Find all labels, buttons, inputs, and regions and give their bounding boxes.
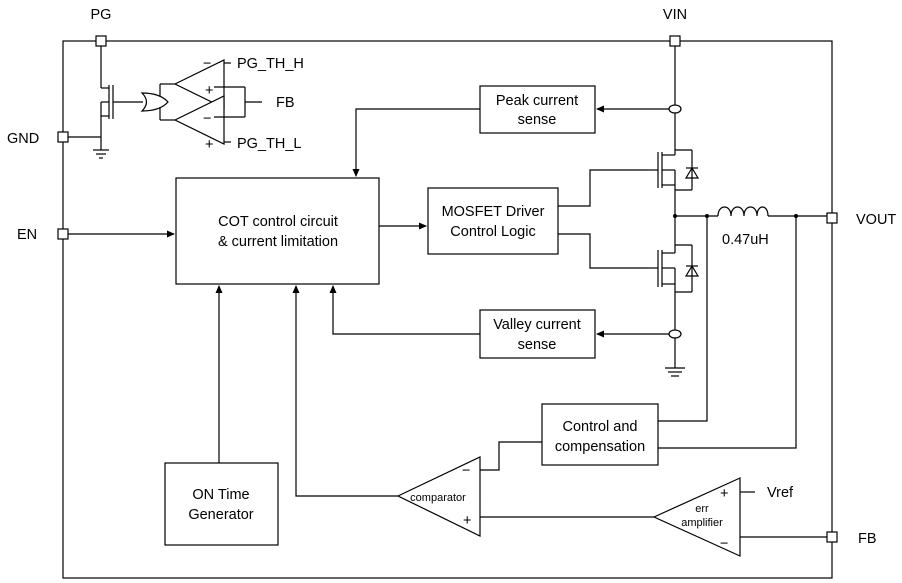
pin-vin: VIN	[663, 7, 687, 47]
pg-comparator-low: − + PG_TH_L	[173, 95, 301, 153]
inductor: 0.47uH	[717, 206, 827, 248]
pin-fb: FB	[826, 531, 877, 547]
power-stage	[648, 46, 718, 377]
comparator-minus: −	[462, 463, 470, 479]
driver-label-1: MOSFET Driver	[442, 204, 545, 220]
comparator-to-cot	[292, 285, 398, 497]
driver-label-2: Control Logic	[450, 224, 535, 240]
comparator-label: comparator	[410, 492, 466, 504]
mosfet-driver-block: MOSFET Driver Control Logic	[427, 187, 559, 255]
peak-label-2: sense	[518, 112, 557, 128]
pg-fb-label: FB	[276, 95, 295, 111]
valley-sense-out	[329, 285, 480, 335]
pin-vout: VOUT	[826, 212, 896, 228]
pin-vout-label: VOUT	[856, 212, 896, 228]
pg-comp-high-plus: +	[205, 83, 213, 99]
ontime-label-1: ON Time	[192, 487, 249, 503]
sw-feedback	[658, 216, 708, 422]
pg-output-stage	[68, 46, 143, 159]
vout-feedback	[658, 216, 797, 449]
hs-gate-drive	[558, 169, 648, 207]
pg-comp-high-minus: −	[203, 56, 211, 72]
comparator-plus: +	[463, 513, 471, 529]
err-amp-plus: +	[720, 486, 728, 502]
ctrl-label-2: compensation	[555, 439, 645, 455]
peak-current-sense-block: Peak current sense	[479, 85, 596, 134]
err-amp-label-1: err	[695, 503, 709, 515]
peak-sense-element	[668, 104, 682, 114]
pin-en-label: EN	[17, 227, 37, 243]
pin-pg-label: PG	[91, 7, 112, 23]
on-time-generator-block: ON Time Generator	[164, 462, 279, 546]
control-compensation-block: Control and compensation	[541, 403, 659, 466]
pin-fb-label: FB	[858, 531, 877, 547]
hs-body-diode	[684, 166, 700, 179]
pg-fb-wiring: FB	[214, 86, 295, 118]
peak-label-1: Peak current	[496, 93, 578, 109]
err-amp-minus: −	[720, 536, 728, 552]
comparator: comparator − +	[396, 456, 481, 537]
chip-outline	[62, 40, 833, 579]
ontime-label-2: Generator	[188, 507, 253, 523]
ctrl-to-comparator	[480, 441, 542, 471]
pin-vin-label: VIN	[663, 7, 687, 23]
valley-current-sense-block: Valley current sense	[479, 309, 596, 359]
valley-label-1: Valley current	[493, 317, 581, 333]
pg-comparator-high: − + PG_TH_H	[173, 56, 304, 109]
cot-control-block: COT control circuit & current limitation	[175, 177, 380, 285]
error-amplifier: err amplifier + − Vref	[652, 477, 794, 557]
or-gate	[140, 92, 169, 112]
vref-label: Vref	[767, 485, 794, 501]
pg-comp-low-plus: +	[205, 137, 213, 153]
ls-body-diode	[684, 264, 700, 277]
pg-th-low-label: PG_TH_L	[237, 136, 301, 152]
pin-gnd: GND	[7, 131, 69, 147]
peak-sense-out	[352, 108, 480, 177]
inductor-value: 0.47uH	[722, 232, 769, 248]
cot-label-1: COT control circuit	[218, 214, 338, 230]
pin-gnd-label: GND	[7, 131, 39, 147]
err-amp-label-2: amplifier	[681, 517, 723, 529]
pg-th-high-label: PG_TH_H	[237, 56, 304, 72]
pg-comp-low-minus: −	[203, 111, 211, 127]
valley-sense-element	[668, 329, 682, 339]
ctrl-label-1: Control and	[563, 419, 638, 435]
pin-en: EN	[17, 227, 69, 243]
pin-pg: PG	[91, 7, 112, 47]
ls-gate-drive	[558, 233, 648, 269]
cot-label-2: & current limitation	[218, 234, 338, 250]
valley-label-2: sense	[518, 337, 557, 353]
